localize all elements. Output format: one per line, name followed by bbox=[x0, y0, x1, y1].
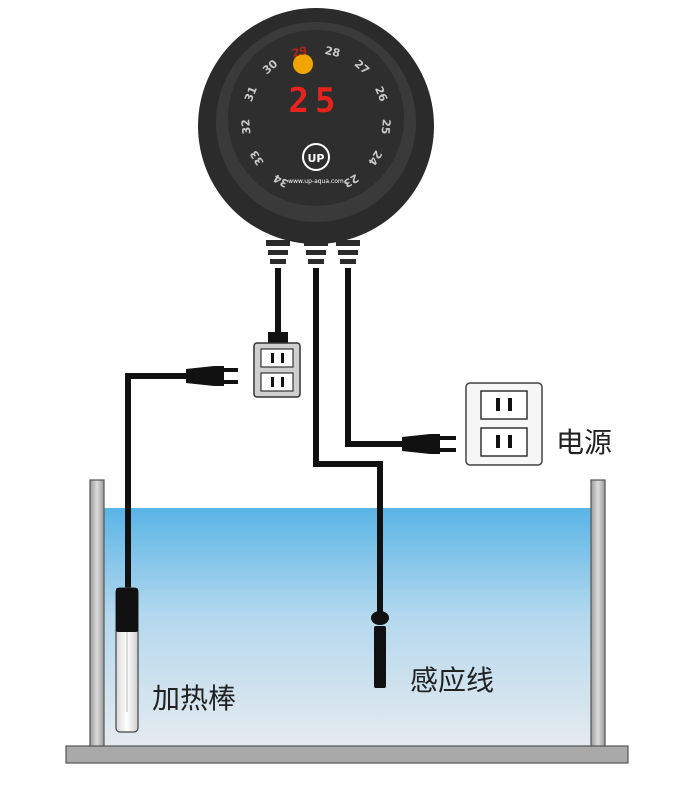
power-plug bbox=[402, 434, 456, 454]
scale-number: 29 bbox=[291, 44, 309, 60]
controller-face bbox=[228, 30, 404, 206]
up-logo-icon bbox=[302, 143, 330, 171]
scale-number: 28 bbox=[324, 44, 342, 60]
heater-label: 加热棒 bbox=[152, 682, 236, 715]
tank-base bbox=[65, 745, 629, 764]
cable-power bbox=[345, 268, 404, 447]
scale-number: 32 bbox=[239, 118, 253, 134]
wall-outlet bbox=[465, 382, 543, 466]
water bbox=[104, 508, 592, 748]
cable-heater bbox=[125, 373, 188, 592]
cables bbox=[125, 268, 404, 612]
controller-ports bbox=[266, 240, 360, 264]
sensor-label: 感应线 bbox=[410, 664, 494, 697]
cable-sensor bbox=[313, 268, 383, 612]
heater-rod bbox=[115, 587, 139, 733]
scale-number: 31 bbox=[242, 84, 260, 103]
tank-wall-right bbox=[590, 479, 606, 749]
heater-plug bbox=[186, 366, 238, 386]
aquarium-tank bbox=[65, 479, 629, 764]
scale-number: 26 bbox=[372, 84, 390, 103]
setting-highlight bbox=[293, 54, 313, 74]
temperature-display: 25 bbox=[289, 81, 342, 121]
power-label: 电源 bbox=[556, 426, 612, 459]
sensor-probe bbox=[371, 611, 389, 688]
tank-wall-left bbox=[89, 479, 105, 749]
controller-output-socket bbox=[253, 332, 301, 398]
scale-number: 25 bbox=[378, 118, 392, 134]
logo-text: UP bbox=[308, 152, 325, 165]
website-text: www.up-aqua.com bbox=[288, 178, 344, 185]
